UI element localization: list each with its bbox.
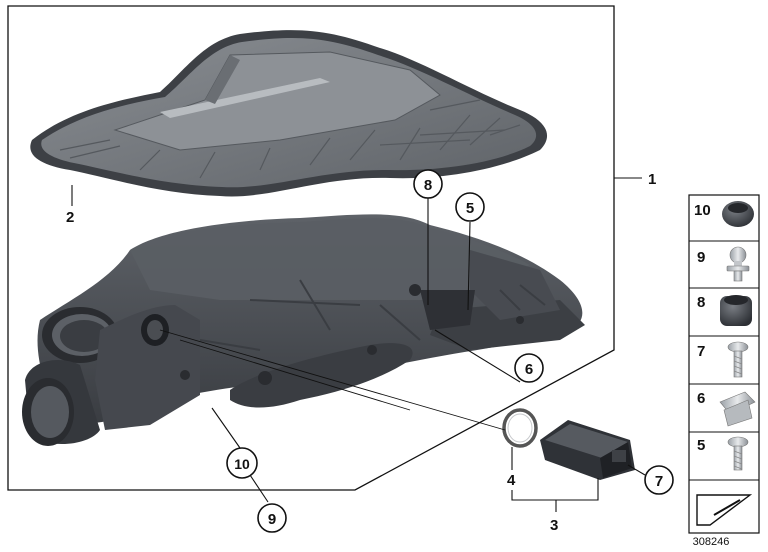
- axis-line-port: [179, 339, 411, 411]
- spring-clip-icon: [719, 391, 756, 427]
- air-mass-sensor: [540, 420, 635, 480]
- screw-icon: [727, 341, 749, 378]
- filter-lid: [30, 30, 548, 197]
- leader-line-10: [211, 407, 241, 449]
- filter-housing: [22, 214, 585, 446]
- callout-10-circle: [226, 447, 258, 479]
- parts-panel: 10 9 8 7 6: [688, 194, 760, 534]
- callout-6: 6: [525, 361, 533, 378]
- callout-8: 8: [424, 177, 432, 194]
- panel-number-9: 9: [697, 249, 705, 266]
- leader-line-9: [249, 474, 269, 503]
- callout-4: 4: [507, 472, 516, 489]
- callout-10: 10: [234, 456, 250, 472]
- panel-number-5: 5: [697, 437, 705, 454]
- screw-icon: [727, 436, 749, 471]
- axis-line-sensor: [159, 329, 506, 431]
- callout-2: 2: [66, 209, 74, 226]
- assembly-frame: [7, 5, 615, 491]
- diagram-id: 308246: [693, 536, 730, 548]
- panel-number-6: 6: [697, 390, 705, 407]
- panel-number-7: 7: [697, 343, 705, 360]
- callout-8-circle: [413, 169, 443, 199]
- leader-line-6: [434, 329, 521, 383]
- grommet-icon: [722, 201, 754, 227]
- rubber-mount-icon: [720, 295, 752, 326]
- panel-number-8: 8: [697, 294, 705, 311]
- ball-stud-icon: [726, 246, 750, 282]
- o-ring: [502, 408, 538, 448]
- callout-7: 7: [655, 473, 663, 490]
- callout-3: 3: [550, 517, 558, 534]
- arrow-icon: [696, 494, 753, 526]
- callout-1: 1: [648, 171, 656, 188]
- bracket-3: [511, 478, 599, 501]
- callout-7-circle: [644, 465, 674, 495]
- callout-5: 5: [466, 200, 474, 217]
- leader-line-7: [627, 464, 646, 476]
- callout-6-circle: [514, 353, 544, 383]
- callout-9-circle: [257, 503, 287, 533]
- callout-5-circle: [455, 192, 485, 222]
- panel-number-10: 10: [694, 202, 711, 219]
- callout-9: 9: [268, 511, 276, 528]
- leader-line-5: [467, 221, 471, 311]
